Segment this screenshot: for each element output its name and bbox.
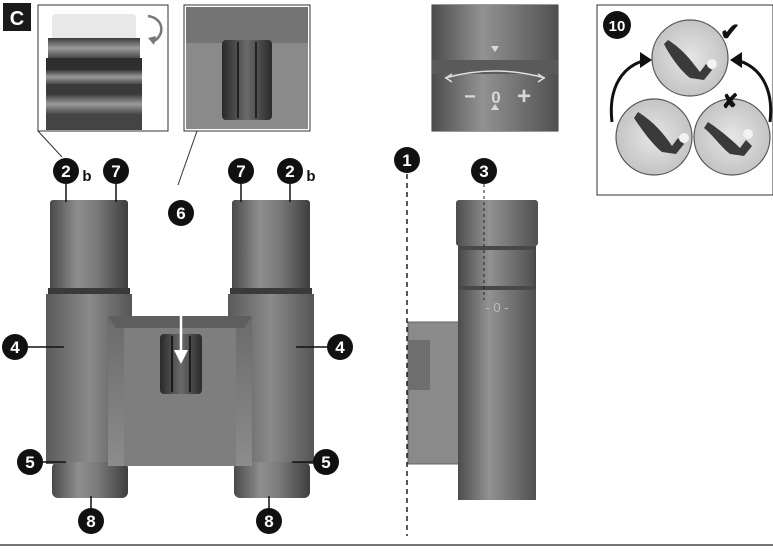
svg-text:4: 4 [335, 338, 345, 357]
inset-diopter-scale: − 0 + [431, 4, 559, 132]
svg-text:5: 5 [321, 453, 330, 472]
side-barrel [458, 290, 536, 500]
inset-eyecup [37, 4, 169, 132]
svg-text:2: 2 [285, 162, 294, 181]
svg-text:7: 7 [111, 162, 120, 181]
inset-focus-wheel [183, 4, 311, 132]
svg-text:1: 1 [402, 151, 411, 170]
right-eyecup [232, 200, 310, 292]
svg-text:7: 7 [236, 162, 245, 181]
diopter-plus-mark: + [517, 83, 531, 110]
callout-3: 3 [471, 158, 497, 184]
cross-mark-icon: ✘ [722, 91, 739, 113]
inset-image-alignment: ✔ ✘ [596, 4, 773, 196]
callout-2b-left: 2 b [53, 158, 92, 185]
svg-text:b: b [306, 168, 315, 185]
callout-4-left: 4 [2, 334, 28, 360]
leader-line [37, 130, 63, 158]
svg-text:4: 4 [10, 338, 20, 357]
svg-text:5: 5 [25, 453, 34, 472]
callout-8-left: 8 [78, 508, 104, 534]
right-objective [234, 462, 310, 498]
callout-5-left: 5 [17, 449, 43, 475]
body-scale-marks: - 0 - [485, 300, 508, 315]
svg-text:2: 2 [61, 162, 70, 181]
callout-1: 1 [394, 147, 420, 173]
diopter-minus-mark: − [464, 86, 476, 108]
svg-text:8: 8 [264, 512, 273, 531]
svg-text:10: 10 [609, 18, 626, 35]
right-curved-arrow-icon [735, 58, 773, 123]
misaligned-view-circle-right [693, 98, 771, 176]
callout-4-right: 4 [327, 334, 353, 360]
left-curved-arrow-icon [609, 58, 647, 123]
side-eyecup [456, 200, 538, 246]
diopter-zero-mark: 0 [491, 88, 500, 107]
svg-text:8: 8 [86, 512, 95, 531]
left-objective [52, 462, 128, 498]
callout-10: 10 [603, 11, 631, 39]
callout-2b-right: 2 b [277, 158, 316, 185]
callout-7-right: 7 [228, 158, 254, 184]
callout-7-left: 7 [103, 158, 129, 184]
svg-text:6: 6 [176, 204, 185, 223]
svg-text:b: b [82, 168, 91, 185]
leader-line [177, 130, 198, 186]
figure-label-badge: C [3, 3, 31, 31]
aligned-view-circle [651, 19, 729, 97]
svg-text:3: 3 [479, 162, 488, 181]
figure-label: C [10, 8, 24, 30]
left-eyecup [50, 200, 128, 292]
binocular-side-view: - 0 - [407, 200, 538, 500]
callout-8-right: 8 [256, 508, 282, 534]
check-mark-icon: ✔ [720, 19, 740, 46]
callout-5-right: 5 [313, 449, 339, 475]
callout-6: 6 [168, 200, 194, 226]
